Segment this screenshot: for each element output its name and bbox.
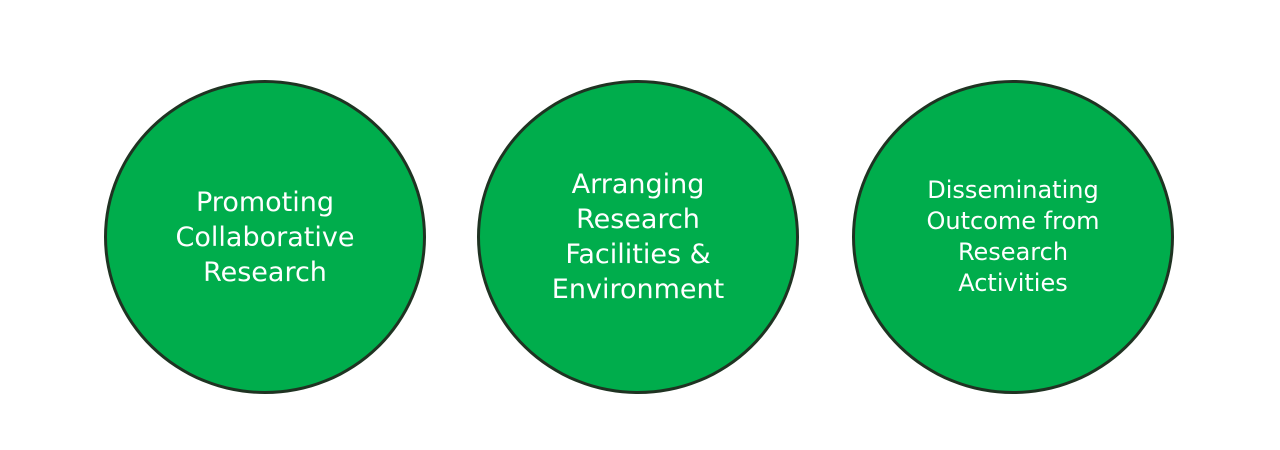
circle-label: Disseminating Outcome from Research Acti…	[926, 176, 1100, 297]
circle-label: Promoting Collaborative Research	[175, 186, 355, 288]
circle-disseminating-outcome: Disseminating Outcome from Research Acti…	[852, 80, 1174, 394]
circle-label: Arranging Research Facilities & Environm…	[551, 169, 725, 305]
circle-promoting-collaborative-research: Promoting Collaborative Research	[104, 80, 426, 394]
circle-arranging-research-facilities: Arranging Research Facilities & Environm…	[477, 80, 799, 394]
